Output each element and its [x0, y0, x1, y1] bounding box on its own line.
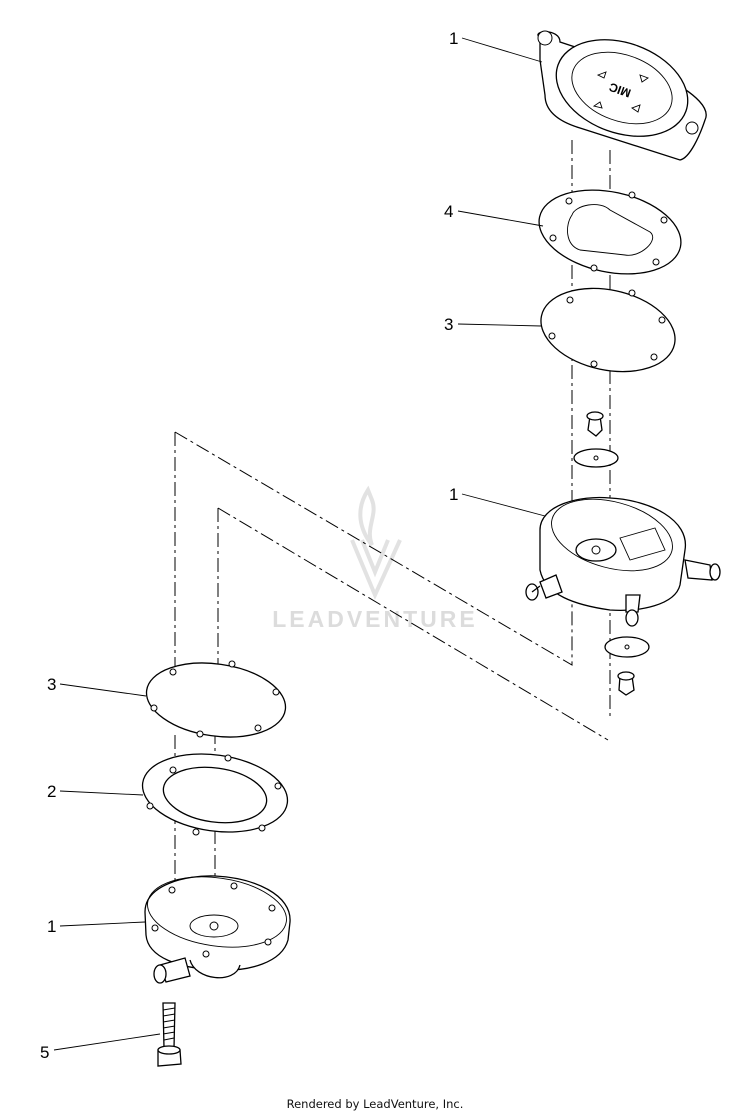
part-pump-body — [525, 496, 721, 627]
watermark-text: LEADVENTURE — [272, 606, 478, 632]
part-screw-5 — [157, 1002, 182, 1067]
part-gasket-4 — [538, 189, 682, 275]
part-diaphragm-3-top — [540, 287, 676, 373]
part-small-fitting-top — [573, 411, 619, 468]
part-small-fitting-bottom — [604, 636, 650, 696]
svg-text:3: 3 — [444, 315, 453, 334]
callout-1-bottom: 1 — [47, 917, 146, 936]
svg-text:1: 1 — [449, 485, 458, 504]
svg-text:5: 5 — [40, 1043, 49, 1062]
callout-1-top: 1 — [449, 29, 543, 63]
part-ring-gasket-2 — [141, 753, 289, 836]
callout-5: 5 — [40, 1033, 161, 1062]
callouts: 1 4 3 1 3 2 1 5 — [40, 29, 546, 1062]
svg-text:4: 4 — [444, 202, 453, 221]
watermark-flame-logo — [350, 485, 402, 601]
callout-4: 4 — [444, 202, 544, 227]
part-base-cover — [144, 875, 291, 984]
svg-text:3: 3 — [47, 675, 56, 694]
callout-3-left: 3 — [47, 675, 147, 697]
part-cover-top: MIC — [537, 30, 707, 161]
svg-text:1: 1 — [47, 917, 56, 936]
watermark: LEADVENTURE — [272, 485, 478, 632]
callout-3-top: 3 — [444, 315, 542, 334]
callout-1-mid: 1 — [449, 485, 546, 517]
callout-2: 2 — [47, 782, 144, 801]
svg-text:1: 1 — [449, 29, 458, 48]
part-diaphragm-3-left — [145, 660, 287, 738]
svg-text:2: 2 — [47, 782, 56, 801]
footer-credit: Rendered by LeadVenture, Inc. — [286, 1097, 464, 1111]
